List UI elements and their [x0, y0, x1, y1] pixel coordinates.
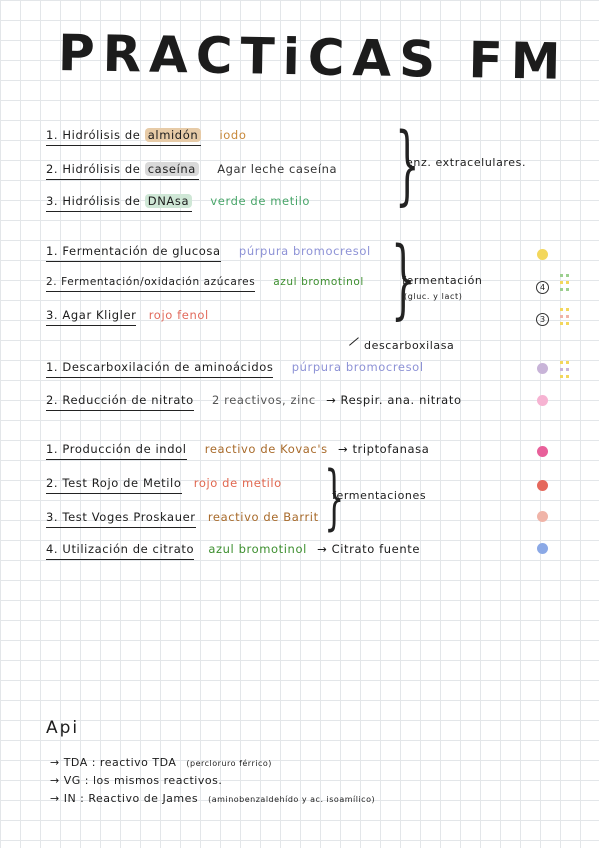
- highlight: almidón: [144, 128, 202, 142]
- item-label: 3. Agar Kligler: [46, 308, 137, 326]
- marker-square: [560, 368, 563, 371]
- marker-square: [560, 288, 563, 291]
- group-label: enz. extracelulares.: [406, 156, 527, 169]
- marker-square: [566, 368, 569, 371]
- brace: }: [391, 229, 416, 329]
- item-label: 1. Producción de indol: [46, 442, 187, 460]
- item-label: 2. Fermentación/oxidación azúcares: [46, 276, 256, 292]
- marker-square: [566, 274, 569, 277]
- list-item: 3. Agar Kligler rojo fenol: [46, 308, 209, 326]
- marker-square: [566, 375, 569, 378]
- marker-square: [566, 288, 569, 291]
- api-heading: Api: [46, 718, 80, 738]
- marker-dot: [537, 480, 548, 491]
- list-item: 2. Test Rojo de Metilo rojo de metilo: [46, 476, 282, 494]
- marker-dot: [537, 249, 548, 260]
- marker-square: [560, 315, 563, 318]
- list-item: 3. Hidrólisis de DNAsa verde de metilo: [46, 194, 311, 212]
- marker-dot: [537, 543, 548, 554]
- group-sublabel: (gluc. y lact): [404, 292, 463, 301]
- marker-square: [566, 361, 569, 364]
- list-item: 2. Reducción de nitrato 2 reactivos, zin…: [46, 393, 462, 411]
- marker-square: [560, 274, 563, 277]
- group-label: fermentación: [402, 274, 483, 287]
- annotation: descarboxilasa: [364, 339, 455, 352]
- list-item: 2. Hidrólisis de caseína Agar leche case…: [46, 162, 338, 180]
- item-label: 3. Test Voges Proskauer: [46, 510, 196, 528]
- marker-square: [566, 322, 569, 325]
- item-label: 4. Utilización de citrato: [46, 542, 195, 560]
- item-label: 3. Hidrólisis de DNAsa: [46, 194, 193, 212]
- marker-square: [560, 375, 563, 378]
- list-item: 4. Utilización de citrato azul bromotino…: [46, 542, 421, 560]
- api-line: → IN : Reactivo de James (aminobenzaldeh…: [50, 792, 376, 805]
- marker-square: [560, 308, 563, 311]
- arrow-icon: [349, 337, 359, 346]
- result: → Respir. ana. nitrato: [326, 393, 462, 407]
- result: → Citrato fuente: [317, 542, 421, 556]
- number-badge: 3: [536, 313, 549, 326]
- result: → triptofanasa: [337, 442, 430, 456]
- number-badge: 4: [536, 281, 549, 294]
- item-label: 2. Hidrólisis de caseína: [46, 162, 199, 180]
- api-line: → VG : los mismos reactivos.: [50, 774, 223, 787]
- item-label: 1. Descarboxilación de aminoácidos: [46, 360, 274, 378]
- item-label: 1. Fermentación de glucosa: [46, 244, 221, 262]
- list-item: 1. Producción de indol reactivo de Kovac…: [46, 442, 430, 460]
- list-item: 1. Hidrólisis de almidón iodo: [46, 128, 247, 146]
- list-item: 1. Descarboxilación de aminoácidos púrpu…: [46, 360, 424, 378]
- marker-dot: [537, 363, 548, 374]
- highlight: caseína: [144, 162, 199, 176]
- reagent: reactivo de Kovac's: [204, 442, 328, 456]
- reagent: iodo: [219, 128, 247, 142]
- api-line: → TDA : reactivo TDA (percloruro férrico…: [50, 756, 272, 769]
- list-item: 2. Fermentación/oxidación azúcares azul …: [46, 276, 364, 292]
- reagent: 2 reactivos, zinc: [212, 393, 316, 407]
- brace: }: [324, 456, 345, 538]
- reagent: verde de metilo: [210, 194, 311, 208]
- reagent: azul bromotinol: [273, 276, 364, 288]
- reagent: rojo fenol: [148, 308, 209, 322]
- reagent: púrpura bromocresol: [291, 360, 424, 374]
- marker-dot: [537, 395, 548, 406]
- marker-square: [566, 315, 569, 318]
- marker-square: [560, 361, 563, 364]
- item-label: 2. Test Rojo de Metilo: [46, 476, 182, 494]
- reagent: púrpura bromocresol: [238, 244, 371, 258]
- marker-square: [566, 281, 569, 284]
- reagent: Agar leche caseína: [217, 162, 338, 176]
- marker-square: [560, 322, 563, 325]
- brace: }: [395, 115, 420, 215]
- marker-dot: [537, 446, 548, 457]
- reagent: rojo de metilo: [193, 476, 282, 490]
- reagent: azul bromotinol: [208, 542, 307, 556]
- marker-square: [560, 281, 563, 284]
- highlight: DNAsa: [144, 194, 193, 208]
- page-title: PRACTiCAS FM: [57, 24, 569, 91]
- marker-dot: [537, 511, 548, 522]
- list-item: 1. Fermentación de glucosa púrpura bromo…: [46, 244, 371, 262]
- item-label: 1. Hidrólisis de almidón: [46, 128, 202, 146]
- reagent: reactivo de Barrit: [207, 510, 319, 524]
- group-label: fermentaciones: [332, 489, 427, 502]
- item-label: 2. Reducción de nitrato: [46, 393, 194, 411]
- marker-square: [566, 308, 569, 311]
- list-item: 3. Test Voges Proskauer reactivo de Barr…: [46, 510, 319, 528]
